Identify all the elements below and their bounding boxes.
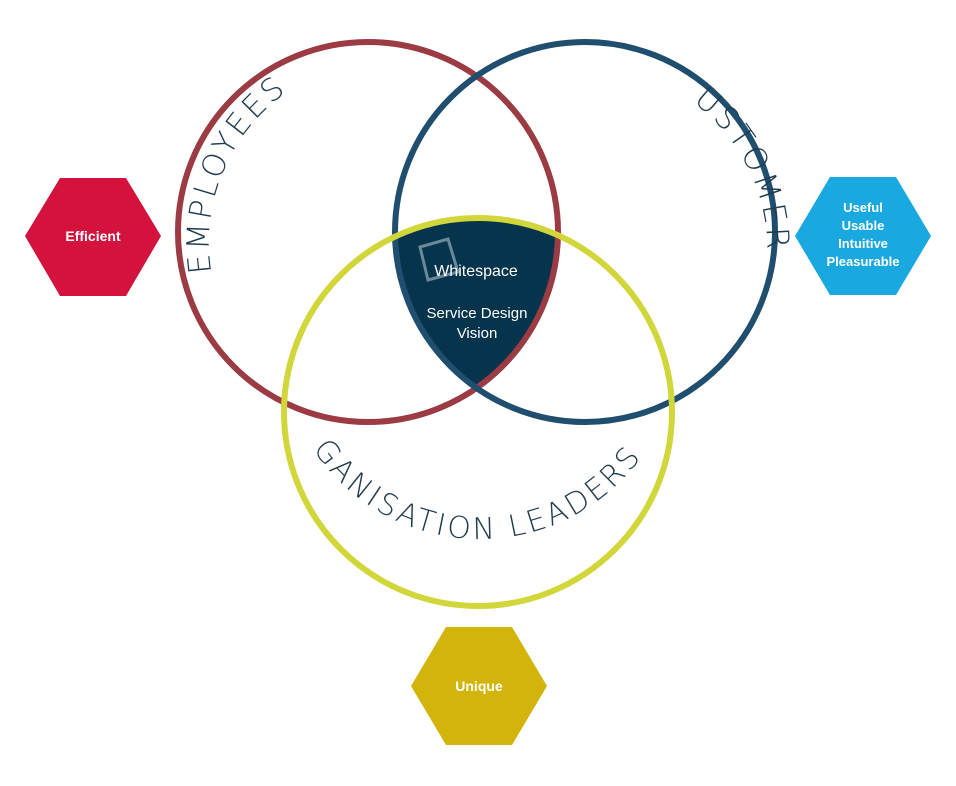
- leadership-circle: [281, 215, 675, 609]
- efficient-hexagon: Efficient: [25, 178, 161, 296]
- hex-line-useful: Useful: [843, 200, 883, 215]
- unique-hexagon: Unique: [411, 627, 547, 745]
- whitespace-logo-icon: [418, 237, 460, 282]
- customer-attributes-hexagon: Useful Usable Intuitive Pleasurable: [795, 177, 931, 295]
- center-line-2: Vision: [457, 325, 498, 342]
- center-line-1: Service Design: [427, 305, 528, 322]
- employees-label: EMPLOYEES: [181, 68, 294, 275]
- hex-line-usable: Usable: [842, 218, 885, 233]
- hex-line-pleasurable: Pleasurable: [827, 254, 900, 269]
- unique-hex-label: Unique: [455, 678, 503, 694]
- center-brand: Whitespace: [434, 263, 518, 280]
- customers-circle: [392, 39, 778, 425]
- hex-line-intuitive: Intuitive: [838, 236, 888, 251]
- efficient-hex-label: Efficient: [65, 228, 121, 244]
